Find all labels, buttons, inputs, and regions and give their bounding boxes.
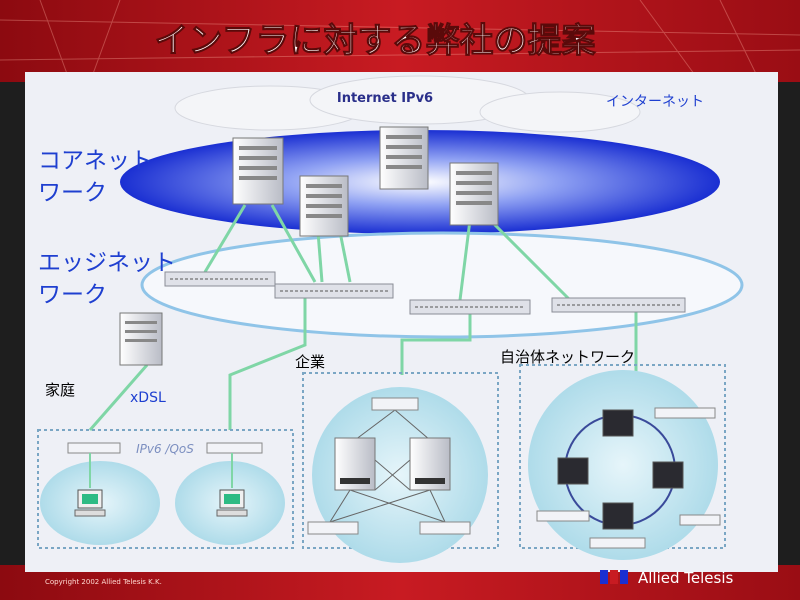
- core-router-2: [299, 175, 349, 237]
- ipv6-qos-label: IPv6 /QoS: [136, 442, 194, 456]
- core-router-1: [232, 137, 284, 205]
- internet-cloud: [174, 75, 641, 133]
- municipal-switches: [536, 407, 721, 549]
- enterprise-zone-box: [302, 372, 499, 549]
- zone-boxes: [37, 364, 726, 549]
- edge-network-label-line2: ワーク: [38, 282, 107, 308]
- home-links: [89, 453, 233, 488]
- enterprise-bottom-switch-2: [419, 521, 471, 535]
- enterprise-bottom-switch-1: [307, 521, 359, 535]
- enterprise-rack-2: [409, 437, 451, 491]
- enterprise-label: 企業: [295, 353, 325, 371]
- core-network-label-line2: ワーク: [38, 180, 107, 206]
- municipal-zone-circle: [528, 370, 718, 560]
- title-band: [0, 0, 800, 82]
- home-modems: [67, 442, 263, 454]
- brand-name: Allied Telesis: [638, 569, 734, 587]
- core-router-3: [379, 126, 429, 190]
- slide-title: インフラに対する弊社の提案: [155, 21, 597, 61]
- edge-switch-2: [274, 283, 394, 299]
- home-zone-box: [37, 429, 294, 549]
- enterprise-top-switch: [371, 397, 419, 411]
- edge-switch-ports: [170, 278, 680, 308]
- core-router-4: [449, 162, 499, 226]
- brand-logo: Allied Telesis: [600, 569, 734, 587]
- enterprise-rack-1: [334, 437, 376, 491]
- edge-network-label-line1: エッジネット: [38, 250, 176, 276]
- home-label: 家庭: [45, 381, 75, 399]
- municipal-zone-box: [519, 364, 726, 549]
- municipal-nodes: [557, 409, 684, 530]
- home-pc-2: [216, 489, 248, 517]
- home-pc-1: [74, 489, 106, 517]
- internet-ipv6-label: Internet IPv6: [337, 91, 433, 106]
- internet-label: インターネット: [606, 94, 704, 110]
- municipal-network-label: 自治体ネットワーク: [500, 348, 635, 366]
- xdsl-rack: [119, 312, 163, 366]
- core-network-label-line1: コアネット: [38, 148, 153, 174]
- band-pattern: [0, 0, 800, 83]
- enterprise-links: [329, 409, 446, 523]
- copyright-text: Copyright 2002 Allied Telesis K.K.: [45, 578, 162, 586]
- network-links: [88, 204, 638, 431]
- xdsl-label: xDSL: [130, 390, 166, 406]
